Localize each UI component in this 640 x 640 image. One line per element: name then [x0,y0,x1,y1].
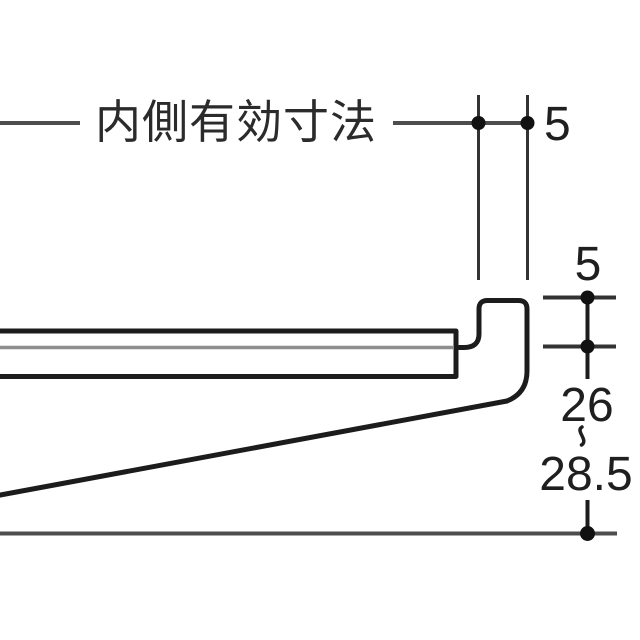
top-dimension-dot-right [520,116,535,130]
baseline-dot [580,526,595,541]
hook-lip-height-value: 5 [575,238,602,291]
shelf-rail-outline [0,328,459,379]
range-tilde-glyph [578,425,586,447]
right-dot-lower [580,339,595,354]
top-lip-thickness-value: 5 [544,98,571,151]
inner-dimension-label: 内側有効寸法 [95,96,377,148]
hook-and-arm-profile [0,298,530,498]
drop-range-min-value: 26 [560,379,613,432]
right-dot-upper [580,290,595,305]
top-dimension-dot-left [471,116,486,130]
drop-range-max-value: 28.5 [539,448,632,501]
